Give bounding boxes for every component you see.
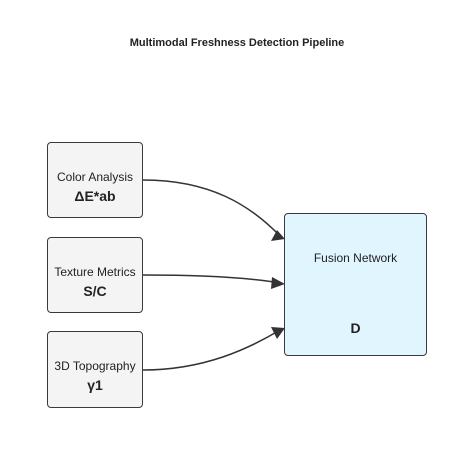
topography-node: 3D Topography γ1 <box>47 331 143 408</box>
arrowhead-topography-to-fusion <box>271 327 285 339</box>
fusion-network-label: Fusion Network <box>313 251 398 265</box>
color-analysis-label: Color Analysis <box>56 170 134 184</box>
fusion-network-symbol: D <box>350 320 361 336</box>
diagram-title: Multimodal Freshness Detection Pipeline <box>129 37 345 49</box>
topography-symbol: γ1 <box>87 377 103 393</box>
edge-texture-to-fusion <box>142 274 281 284</box>
topography-label: 3D Topography <box>54 359 136 373</box>
edge-topography-to-fusion <box>142 329 281 371</box>
edge-color-to-fusion <box>142 179 281 237</box>
texture-metrics-node: Texture Metrics S/C <box>47 237 143 313</box>
arrowhead-color-to-fusion <box>271 230 285 241</box>
color-analysis-node: Color Analysis ΔE*ab <box>47 142 143 218</box>
texture-metrics-symbol: S/C <box>83 283 107 299</box>
fusion-network-node: Fusion Network D <box>284 213 427 356</box>
texture-metrics-label: Texture Metrics <box>54 265 136 279</box>
arrowhead-texture-to-fusion <box>271 277 285 289</box>
color-analysis-symbol: ΔE*ab <box>74 188 116 204</box>
